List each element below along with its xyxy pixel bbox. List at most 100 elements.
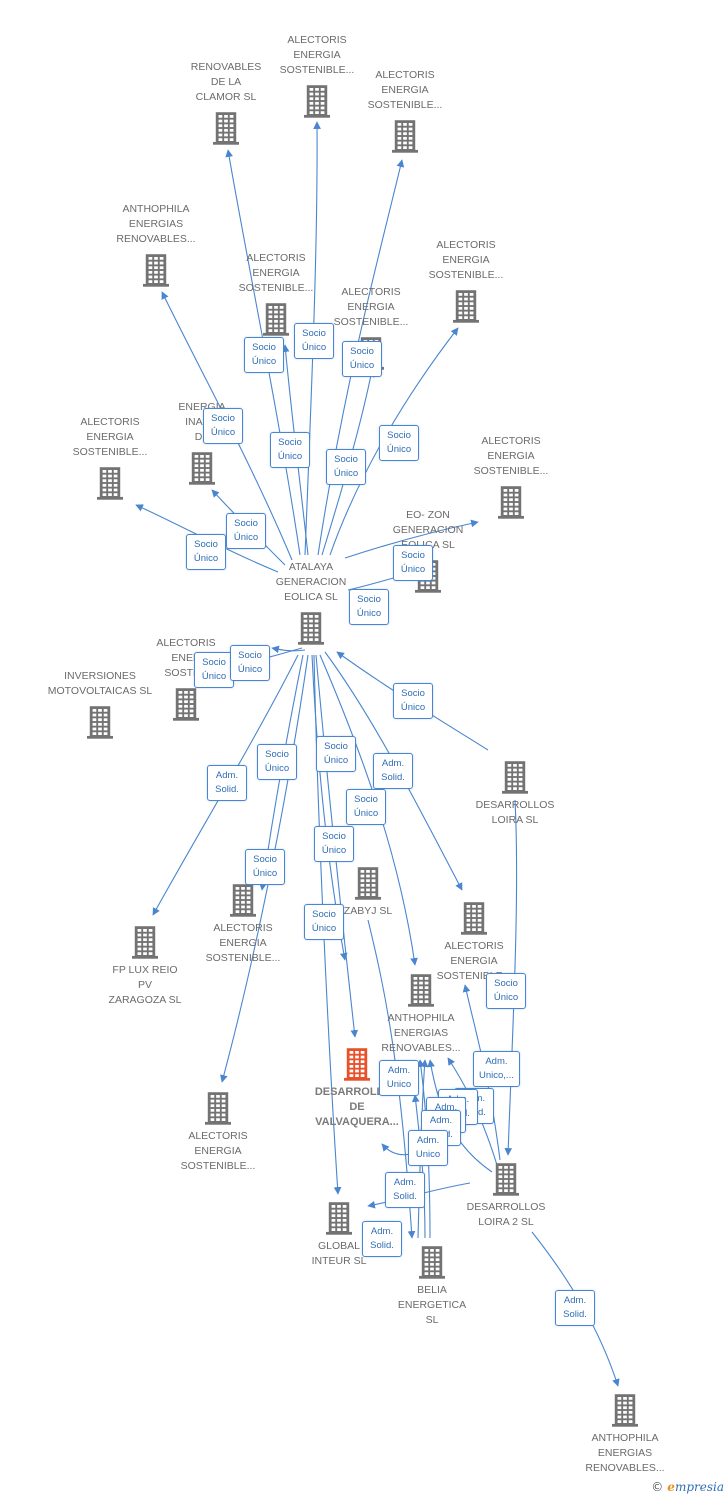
company-name: INVERSIONES MOTOVOLTAICAS SL	[47, 670, 153, 697]
company-node-fp-lux[interactable]: FP LUX REIO PV ZARAGOZA SL	[85, 925, 205, 1008]
relationship-badge[interactable]: Socio Único	[245, 849, 285, 885]
building-icon	[297, 1047, 417, 1081]
company-name: ANTHOPHILA ENERGIAS RENOVABLES...	[116, 203, 196, 245]
relationship-badge[interactable]: Socio Único	[349, 589, 389, 625]
company-name: ANTHOPHILA ENERGIAS RENOVABLES...	[381, 1012, 461, 1054]
relationship-edge	[504, 799, 518, 1156]
company-name: ALECTORIS ENERGIA SOSTENIBLE...	[367, 69, 443, 111]
building-icon	[257, 84, 377, 118]
relationship-badge[interactable]: Socio Único	[326, 449, 366, 485]
relationship-edge	[317, 159, 405, 556]
company-node-alectoris-2[interactable]: ALECTORIS ENERGIA SOSTENIBLE...	[345, 68, 465, 153]
company-node-alectoris-9[interactable]: ALECTORIS ENERGIA SOSTENIBLE...	[183, 883, 303, 966]
relationship-badge[interactable]: Socio Único	[294, 323, 334, 359]
company-name: GLOBAL INTEUR SL	[311, 1240, 367, 1267]
building-icon	[451, 485, 571, 519]
company-name: ALECTORIS ENERGIA SOSTENIBLE...	[473, 435, 549, 477]
relationship-badge[interactable]: Socio Único	[314, 826, 354, 862]
relationship-badge[interactable]: Socio Único	[244, 337, 284, 373]
building-icon	[166, 111, 286, 145]
building-icon	[345, 119, 465, 153]
relationship-badge[interactable]: Adm. Unico,...	[473, 1051, 520, 1087]
building-icon	[455, 760, 575, 794]
company-node-zabyj[interactable]: ZABYJ SL	[308, 866, 428, 919]
building-icon	[40, 705, 160, 739]
relationship-badge[interactable]: Socio Único	[342, 341, 382, 377]
company-node-atalaya[interactable]: ATALAYA GENERACION EOLICA SL	[251, 560, 371, 645]
relationship-badge[interactable]: Adm. Solid.	[385, 1172, 425, 1208]
building-icon	[372, 1245, 492, 1279]
relationship-badge[interactable]: Socio Único	[379, 425, 419, 461]
building-icon	[142, 451, 262, 485]
building-icon	[96, 253, 216, 287]
company-name: ALECTORIS ENERGIA SOSTENIBLE...	[238, 252, 314, 294]
relationship-badge[interactable]: Socio Único	[257, 744, 297, 780]
company-node-alectoris-4[interactable]: ALECTORIS ENERGIA SOSTENIBLE...	[406, 238, 526, 323]
company-node-belia[interactable]: BELIA ENERGETICA SL	[372, 1245, 492, 1328]
relationship-badge[interactable]: Socio Único	[194, 652, 234, 688]
relationship-edge	[344, 519, 479, 559]
company-node-valvaquera[interactable]: DESARROLLOS DE VALVAQUERA...	[297, 1047, 417, 1130]
company-name: ALECTORIS ENERGIA SOSTENIBLE...	[205, 922, 281, 964]
building-icon	[50, 466, 170, 500]
building-icon	[406, 289, 526, 323]
relationship-badge[interactable]: Adm. Solid.	[362, 1221, 402, 1257]
company-name: ALECTORIS ENERGIA SOSTENIBLE...	[72, 416, 148, 458]
company-node-anthophila-2[interactable]: ANTHOPHILA ENERGIAS RENOVABLES...	[361, 973, 481, 1056]
company-name: RENOVABLES DE LA CLAMOR SL	[190, 61, 262, 103]
company-node-alectoris-11[interactable]: ALECTORIS ENERGIA SOSTENIBLE...	[158, 1091, 278, 1174]
relationship-edge	[271, 645, 306, 654]
relationship-badge[interactable]: Adm. Unico	[379, 1060, 419, 1096]
company-node-alectoris-7[interactable]: ALECTORIS ENERGIA SOSTENIBLE...	[451, 434, 571, 519]
relationship-badge[interactable]: Socio Único	[226, 513, 266, 549]
relationship-badge[interactable]: Socio Único	[486, 973, 526, 1009]
company-name: BELIA ENERGETICA SL	[397, 1284, 467, 1326]
company-name: DESARROLLOS DE VALVAQUERA...	[314, 1086, 400, 1128]
company-name: ANTHOPHILA ENERGIAS RENOVABLES...	[585, 1432, 665, 1474]
company-name: DESARROLLOS LOIRA SL	[475, 799, 555, 826]
company-node-desarrollos-loira2[interactable]: DESARROLLOS LOIRA 2 SL	[446, 1162, 566, 1230]
relationship-badge[interactable]: Socio Único	[346, 789, 386, 825]
relationship-badge[interactable]: Socio Único	[203, 408, 243, 444]
building-icon	[565, 1393, 685, 1427]
relationship-badge[interactable]: Socio Único	[393, 683, 433, 719]
building-icon	[183, 883, 303, 917]
relationship-badge[interactable]: Adm. Solid.	[555, 1290, 595, 1326]
company-name: ZABYJ SL	[343, 905, 393, 917]
building-icon	[414, 901, 534, 935]
company-name: ALECTORIS ENERGIA SOSTENIBLE...	[428, 239, 504, 281]
relationship-edge	[304, 121, 321, 556]
company-node-alectoris-10[interactable]: ALECTORIS ENERGIA SOSTENIBLE...	[414, 901, 534, 984]
empresia-logo: ©empresia	[651, 1480, 724, 1494]
relationship-badge[interactable]: Socio Único	[186, 534, 226, 570]
building-icon	[216, 302, 336, 336]
relationship-badge[interactable]: Adm. Unico	[408, 1130, 448, 1166]
building-icon	[126, 687, 246, 721]
company-node-global-inteur[interactable]: GLOBAL INTEUR SL	[279, 1201, 399, 1269]
company-name: ALECTORIS ENERGIA SOSTENIBLE...	[180, 1130, 256, 1172]
relationship-badge[interactable]: Socio Único	[270, 432, 310, 468]
company-node-inversiones[interactable]: INVERSIONES MOTOVOLTAICAS SL	[40, 669, 160, 739]
company-node-desarrollos-loira[interactable]: DESARROLLOS LOIRA SL	[455, 760, 575, 828]
company-node-alectoris-6[interactable]: ALECTORIS ENERGIA SOSTENIBLE...	[50, 415, 170, 500]
building-icon	[279, 1201, 399, 1235]
building-icon	[158, 1091, 278, 1125]
company-node-alectoris-3[interactable]: ALECTORIS ENERGIA SOSTENIBLE...	[216, 251, 336, 336]
building-icon	[251, 611, 371, 645]
company-name: ALECTORIS ENERGIA SOSTENIBLE...	[333, 286, 409, 328]
company-name: DESARROLLOS LOIRA 2 SL	[466, 1201, 546, 1228]
company-name: ATALAYA GENERACION EOLICA SL	[275, 561, 347, 603]
company-name: ALECTORIS ENERGIA SOSTENIBLE...	[279, 34, 355, 76]
relationship-badge[interactable]: Socio Único	[230, 645, 270, 681]
company-node-anthophila-3[interactable]: ANTHOPHILA ENERGIAS RENOVABLES...	[565, 1393, 685, 1476]
company-node-alectoris-1[interactable]: ALECTORIS ENERGIA SOSTENIBLE...	[257, 33, 377, 118]
relationship-badge[interactable]: Socio Único	[304, 904, 344, 940]
company-node-renovables-clamor[interactable]: RENOVABLES DE LA CLAMOR SL	[166, 60, 286, 145]
building-icon	[85, 925, 205, 959]
relationship-badge[interactable]: Adm. Solid.	[373, 753, 413, 789]
relationship-badge[interactable]: Adm. Solid.	[207, 765, 247, 801]
relationship-badge[interactable]: Socio Único	[393, 545, 433, 581]
relationship-badge[interactable]: Socio Único	[316, 736, 356, 772]
building-icon	[446, 1162, 566, 1196]
company-node-anthophila-1[interactable]: ANTHOPHILA ENERGIAS RENOVABLES...	[96, 202, 216, 287]
